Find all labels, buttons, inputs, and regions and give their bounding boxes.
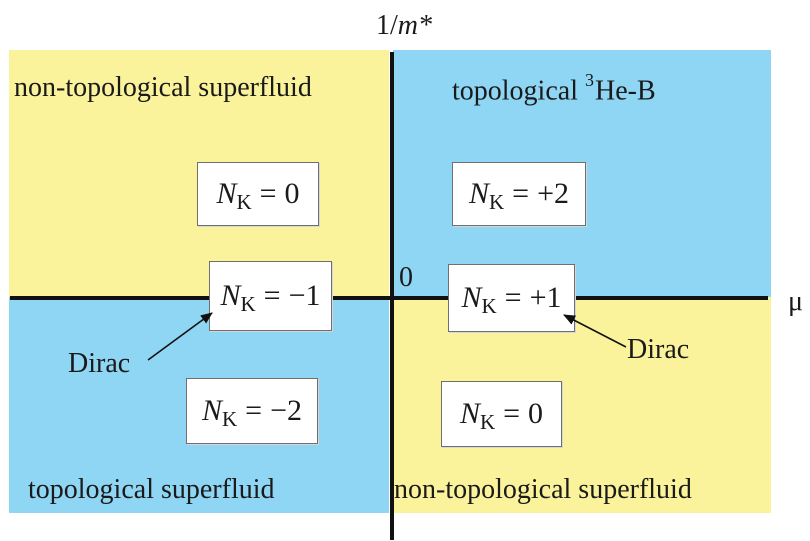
x-axis-label: μ [788, 286, 804, 317]
dirac-arrow-left [147, 312, 213, 361]
y-axis-label: 1/m* [376, 10, 433, 41]
dirac-label-left: Dirac [68, 348, 131, 379]
bottom-left-region-label: topological superfluid [28, 474, 275, 505]
horizontal-axis [10, 296, 768, 300]
origin-label: 0 [399, 262, 413, 293]
top-left-region-label: non-topological superfluid [14, 72, 312, 103]
vertical-axis [390, 52, 394, 540]
dirac-arrow-right [563, 314, 627, 348]
dirac-label-right: Dirac [627, 334, 690, 365]
bottom-right-region-label: non-topological superfluid [394, 474, 692, 505]
top-right-region-label: topological 3He-B [452, 70, 656, 107]
